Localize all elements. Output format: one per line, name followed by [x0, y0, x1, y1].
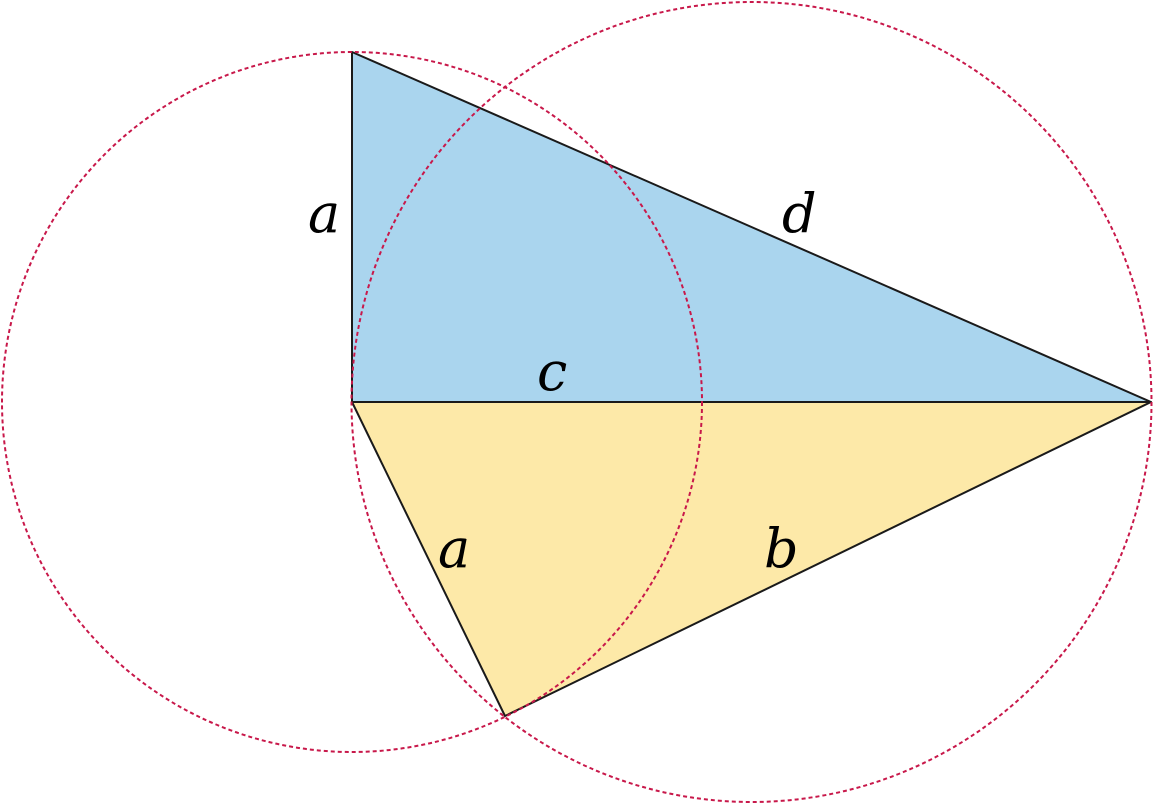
label-a-top: a: [308, 182, 340, 245]
yellow-triangle: [351, 401, 1152, 717]
blue-triangle: [351, 51, 1152, 403]
right-circle: [350, 1, 1153, 803]
left-circle: [1, 51, 703, 753]
label-b: b: [764, 517, 799, 580]
label-d: d: [782, 182, 817, 245]
label-a-bottom: a: [438, 517, 470, 580]
label-c: c: [537, 340, 567, 403]
